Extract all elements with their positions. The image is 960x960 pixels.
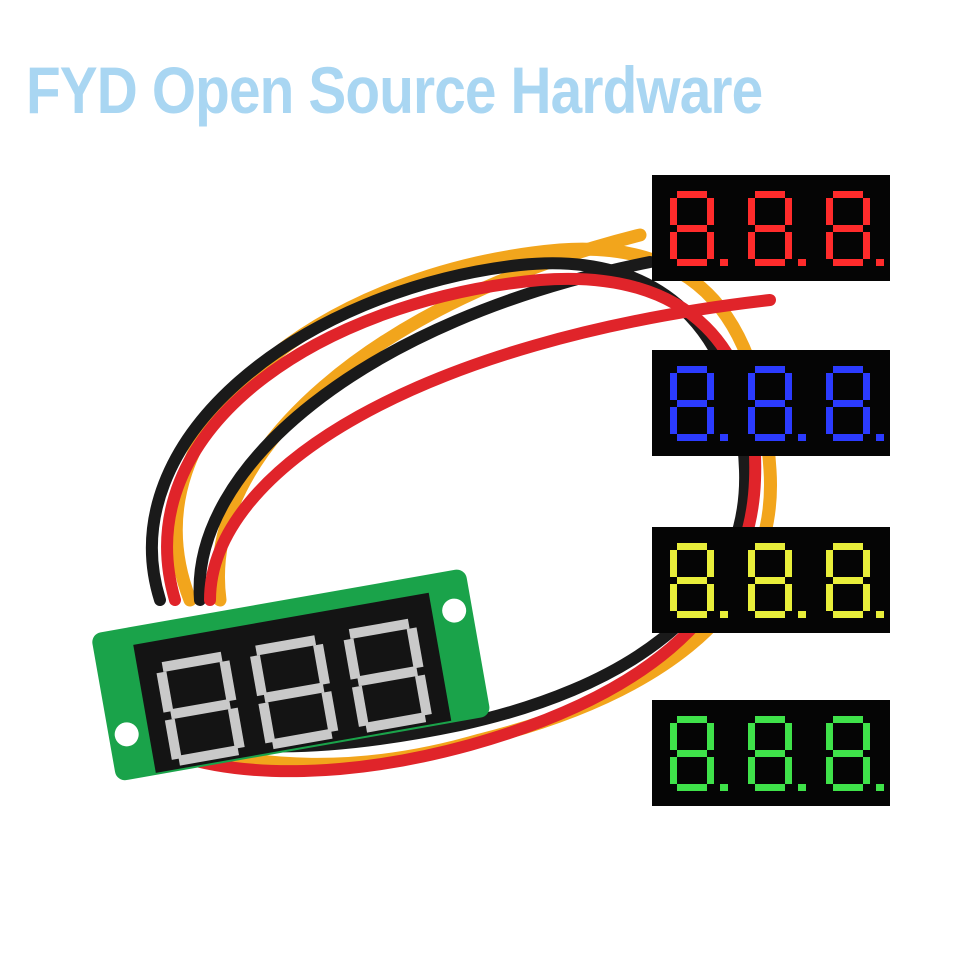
variant-yellow-display [652, 527, 890, 633]
black-wire-2 [193, 256, 656, 606]
variant-blue-digits [670, 366, 884, 441]
red-wire-2 [204, 294, 776, 606]
variant-red-digits [670, 191, 884, 266]
variant-green-display [652, 700, 890, 806]
variant-blue-display [652, 350, 890, 456]
variant-green-digits [670, 716, 884, 791]
variant-yellow-digits [670, 543, 884, 618]
brand-watermark: FYD Open Source Hardware [26, 53, 763, 127]
variant-red-display [652, 175, 890, 281]
yellow-wire-2 [212, 228, 647, 607]
